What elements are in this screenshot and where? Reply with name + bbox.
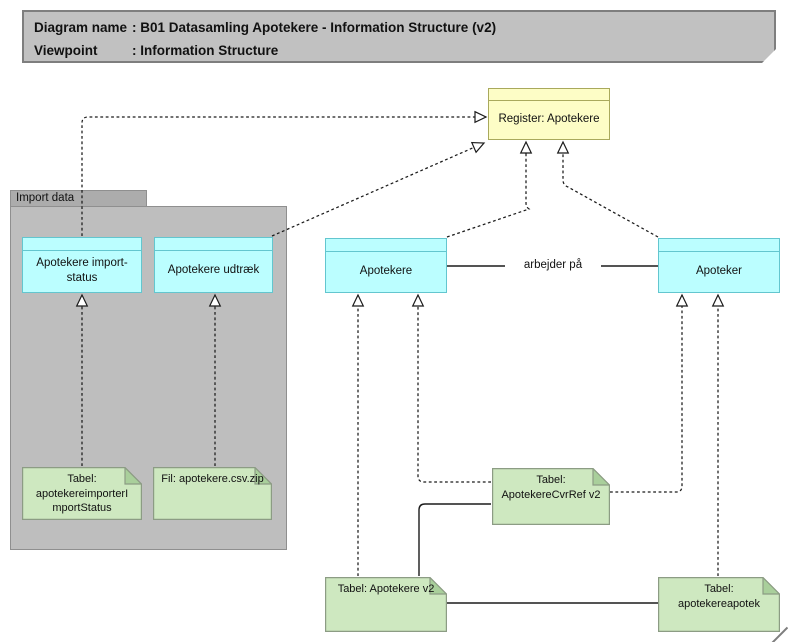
node-label: Register: Apotekere: [498, 112, 600, 125]
note-shape: [153, 467, 272, 520]
relation-cvrref-table-to-apotekere: [411, 293, 491, 483]
node-label: Apotekere udtræk: [167, 264, 260, 277]
note-shape: [658, 577, 780, 632]
line-apotekerev2-table-to-cvrref-table: [418, 503, 491, 576]
association-label-arbejder-pa: arbejder på: [505, 258, 601, 273]
note-tabel-apotekerecvrref-v2[interactable]: Tabel: ApotekereCvrRef v2: [492, 468, 610, 525]
node-label: Apoteker: [695, 264, 743, 277]
title-label: Diagram name: [34, 20, 128, 35]
node-apotekere-import-status[interactable]: Apotekere import-status: [22, 237, 142, 293]
node-apotekere[interactable]: Apotekere: [325, 238, 447, 293]
object-header-compartment: [489, 89, 609, 101]
note-tabel-apotekereapotek[interactable]: Tabel: apotekereapotek: [658, 577, 780, 632]
node-apotekere-udtraek[interactable]: Apotekere udtræk: [154, 237, 273, 293]
note-label: Tabel: apotekereimporterI mportStatus: [35, 473, 129, 515]
relation-apoteker-to-register: [556, 140, 659, 238]
note-fold-corner-icon: [762, 577, 780, 595]
viewpoint-label: Viewpoint: [34, 43, 98, 58]
diagram-title-box: Diagram name : B01 Datasamling Apotekere…: [22, 10, 776, 63]
object-header-compartment: [23, 238, 141, 251]
note-tabel-apotekereimporterimportstatus[interactable]: Tabel: apotekereimporterI mportStatus: [22, 467, 142, 520]
note-shape: [22, 467, 142, 520]
node-label: Apotekere import-status: [36, 257, 128, 284]
note-tabel-apotekere-v2[interactable]: Tabel: Apotekere v2: [325, 577, 447, 632]
object-header-compartment: [326, 239, 446, 252]
note-fold-corner-icon: [124, 467, 142, 485]
note-label: Tabel: Apotekere v2: [337, 583, 435, 595]
note-shape: [325, 577, 447, 632]
note-shape: [492, 468, 610, 525]
node-apoteker[interactable]: Apoteker: [658, 238, 780, 293]
title-row-diagram-name: Diagram name : B01 Datasamling Apotekere…: [34, 16, 774, 39]
group-import-data-tab[interactable]: Import data: [10, 190, 147, 207]
note-fold-corner-icon: [429, 577, 447, 595]
relation-cvrref-table-to-apoteker: [610, 293, 689, 493]
note-fold-corner-icon: [254, 467, 272, 485]
note-fold-corner-icon: [592, 468, 610, 486]
node-register-apotekere[interactable]: Register: Apotekere: [488, 88, 610, 140]
note-fil-apotekere-csv-zip[interactable]: Fil: apotekere.csv.zip: [153, 467, 272, 520]
relation-apotekere-to-register: [446, 140, 533, 238]
note-label: Fil: apotekere.csv.zip: [161, 473, 264, 485]
object-header-compartment: [659, 239, 779, 252]
note-label: Tabel: apotekereapotek: [678, 583, 760, 610]
viewpoint-value: : Information Structure: [132, 43, 279, 58]
title-value: : B01 Datasamling Apotekere - Informatio…: [132, 20, 497, 35]
title-row-viewpoint: Viewpoint : Information Structure: [34, 39, 774, 62]
object-header-compartment: [155, 238, 272, 251]
note-label: Tabel: ApotekereCvrRef v2: [501, 474, 601, 501]
node-label: Apotekere: [359, 264, 413, 277]
relation-udtraek-to-register: [271, 141, 486, 237]
